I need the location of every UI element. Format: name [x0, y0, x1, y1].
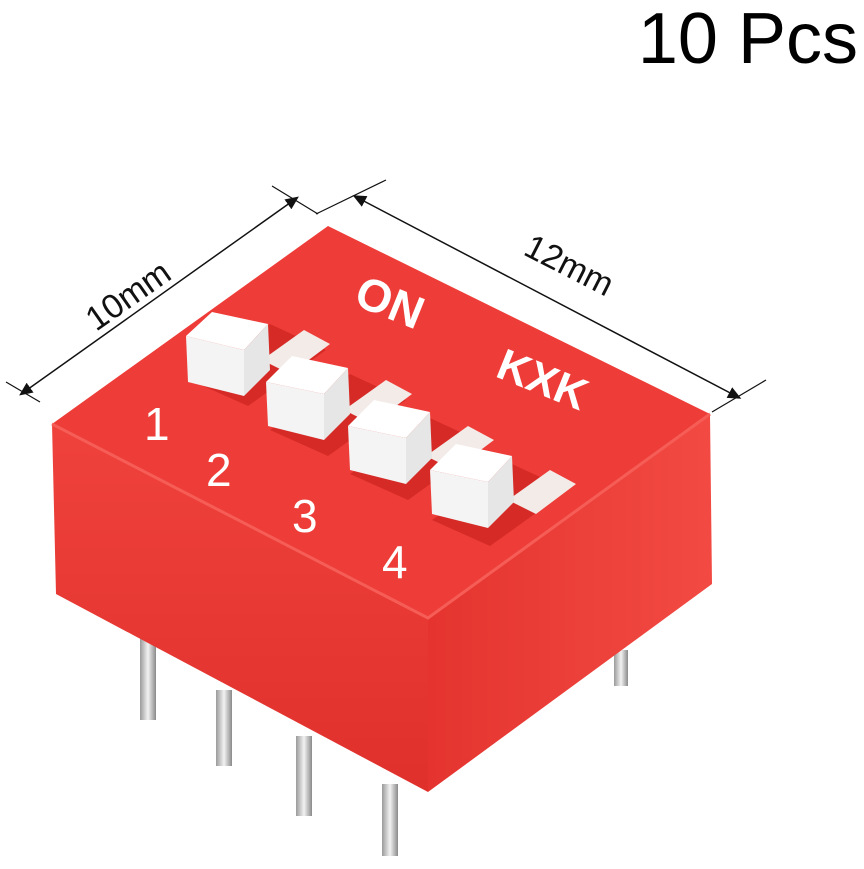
pin	[140, 636, 156, 720]
position-label-1: 1	[144, 398, 170, 450]
pin	[216, 690, 232, 766]
actuator-4	[430, 444, 514, 528]
pins	[140, 636, 628, 856]
switch-right-face	[428, 414, 712, 792]
switch-front-face	[52, 424, 428, 792]
position-label-4: 4	[382, 536, 408, 588]
pin	[614, 650, 628, 686]
quantity-label: 10 Pcs	[637, 0, 858, 79]
position-label-3: 3	[292, 490, 318, 542]
depth-label: 10mm	[79, 253, 178, 338]
position-label-2: 2	[206, 444, 232, 496]
pin	[296, 736, 312, 816]
actuator-3	[348, 400, 432, 484]
width-label: 12mm	[518, 227, 619, 304]
pin	[382, 784, 398, 856]
